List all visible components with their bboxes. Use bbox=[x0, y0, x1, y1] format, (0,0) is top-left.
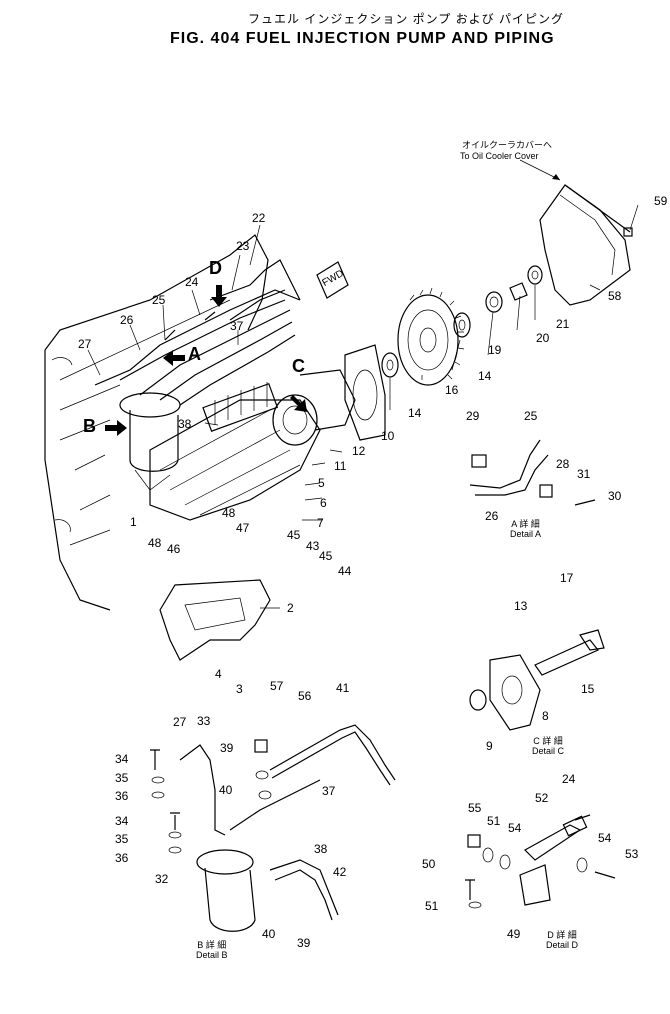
part-number-label: 23 bbox=[236, 239, 250, 253]
part-number-label: 21 bbox=[556, 317, 570, 331]
part-number-label: 11 bbox=[334, 459, 347, 473]
part-number-label: 17 bbox=[560, 571, 574, 585]
part-number-label: 45 bbox=[319, 549, 333, 563]
part-number-label: 51 bbox=[425, 899, 439, 913]
part-number-label: 38 bbox=[314, 842, 328, 856]
part-number-label: 7 bbox=[317, 516, 324, 530]
part-number-label: 25 bbox=[152, 293, 166, 307]
part-number-label: 16 bbox=[445, 383, 459, 397]
part-number-label: 27 bbox=[173, 715, 187, 729]
part-number-label: 33 bbox=[197, 714, 211, 728]
part-number-label: 36 bbox=[115, 789, 129, 803]
part-number-label: 42 bbox=[333, 865, 347, 879]
part-number-label: 40 bbox=[262, 927, 276, 941]
part-number-label: 27 bbox=[78, 337, 92, 351]
part-number-label: 30 bbox=[608, 489, 622, 503]
part-number-label: 34 bbox=[115, 814, 129, 828]
part-number-label: 12 bbox=[352, 444, 366, 458]
note-oil-cooler-en: To Oil Cooler Cover bbox=[460, 151, 539, 161]
part-number-label: 57 bbox=[270, 679, 284, 693]
part-number-label: 26 bbox=[485, 509, 499, 523]
part-number-label: 52 bbox=[535, 791, 549, 805]
part-number-label: 58 bbox=[608, 289, 622, 303]
part-number-label: 39 bbox=[297, 936, 311, 950]
part-number-label: 29 bbox=[466, 409, 480, 423]
part-number-label: 35 bbox=[115, 771, 129, 785]
part-number-label: 48 bbox=[222, 506, 236, 520]
part-number-label: 49 bbox=[507, 927, 521, 941]
part-number-label: 3 bbox=[236, 682, 243, 696]
part-number-label: 56 bbox=[298, 689, 312, 703]
part-number-label: 26 bbox=[120, 313, 134, 327]
part-number-label: 1 bbox=[130, 515, 137, 529]
view-label-d: D bbox=[209, 258, 222, 278]
part-number-label: 54 bbox=[508, 821, 522, 835]
part-number-label: 51 bbox=[487, 814, 501, 828]
part-number-label: 34 bbox=[115, 752, 129, 766]
part-number-label: 45 bbox=[287, 528, 301, 542]
part-number-label: 55 bbox=[468, 801, 482, 815]
part-number-label: 19 bbox=[488, 343, 502, 357]
view-label-c: C bbox=[292, 356, 305, 376]
part-number-label: 50 bbox=[422, 857, 436, 871]
part-number-label: 31 bbox=[577, 467, 591, 481]
part-number-label: 59 bbox=[654, 194, 668, 208]
part-number-label: 14 bbox=[478, 369, 492, 383]
part-number-label: 13 bbox=[514, 599, 528, 613]
note-oil-cooler-jp: オイルクーラカバーへ bbox=[462, 140, 553, 150]
part-number-label: 43 bbox=[306, 539, 320, 553]
part-number-label: 6 bbox=[320, 496, 327, 510]
part-number-label: 5 bbox=[318, 476, 325, 490]
part-number-label: 46 bbox=[167, 542, 181, 556]
view-label-b: B bbox=[83, 416, 96, 436]
part-number-label: 20 bbox=[536, 331, 550, 345]
title-japanese: フュエル インジェクション ポンプ および パイピング bbox=[248, 12, 564, 26]
part-number-label: 35 bbox=[115, 832, 129, 846]
part-number-label: 47 bbox=[236, 521, 250, 535]
part-number-label: 36 bbox=[115, 851, 129, 865]
part-number-label: 39 bbox=[220, 741, 234, 755]
part-number-label: 4 bbox=[215, 667, 222, 681]
part-number-label: 9 bbox=[486, 739, 493, 753]
part-number-label: 22 bbox=[252, 211, 266, 225]
part-number-label: 37 bbox=[322, 784, 336, 798]
title-english: FIG. 404 FUEL INJECTION PUMP AND PIPING bbox=[170, 30, 555, 47]
part-number-label: 53 bbox=[625, 847, 639, 861]
part-number-label: 2 bbox=[287, 601, 294, 615]
part-number-label: 10 bbox=[381, 429, 395, 443]
part-number-label: 38 bbox=[178, 417, 192, 431]
part-number-label: 24 bbox=[562, 772, 576, 786]
part-number-label: 54 bbox=[598, 831, 612, 845]
part-number-label: 37 bbox=[230, 319, 244, 333]
view-label-a: A bbox=[188, 344, 201, 364]
part-number-label: 32 bbox=[155, 872, 169, 886]
part-number-label: 25 bbox=[524, 409, 538, 423]
part-number-label: 48 bbox=[148, 536, 162, 550]
part-number-label: 15 bbox=[581, 682, 595, 696]
part-number-label: 44 bbox=[338, 564, 352, 578]
part-number-label: 40 bbox=[219, 783, 233, 797]
part-number-label: 28 bbox=[556, 457, 570, 471]
part-number-label: 24 bbox=[185, 275, 199, 289]
part-number-label: 14 bbox=[408, 406, 422, 420]
part-number-label: 41 bbox=[336, 681, 350, 695]
part-number-label: 8 bbox=[542, 709, 549, 723]
